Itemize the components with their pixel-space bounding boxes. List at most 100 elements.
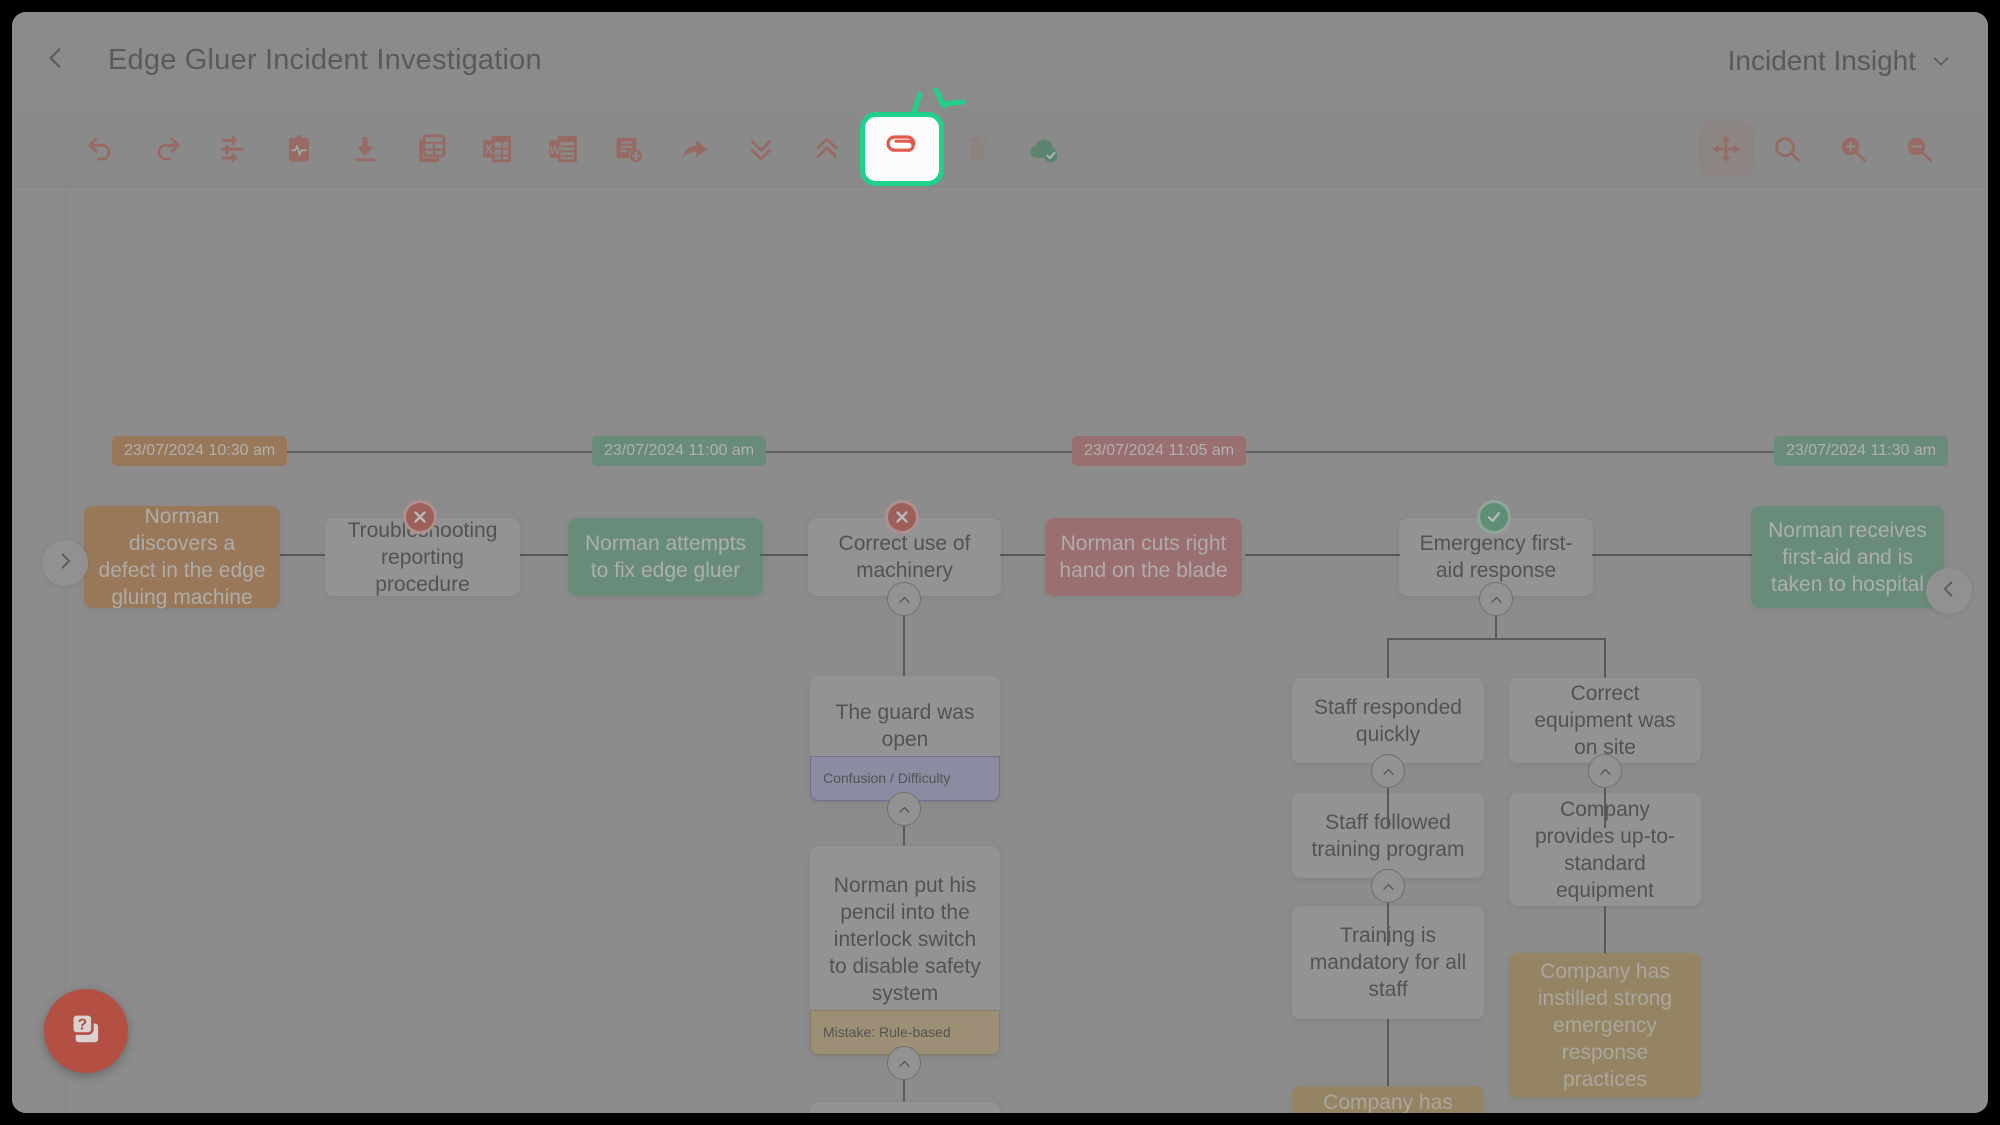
error-badge-icon [885,500,919,534]
chevron-left-icon [1939,579,1959,604]
timeline-chip[interactable]: 23/07/2024 11:00 am [592,436,767,466]
connector [760,554,808,556]
success-badge-icon [1477,500,1511,534]
flowchart-canvas[interactable]: 23/07/2024 10:30 am 23/07/2024 11:00 am … [12,188,1988,1113]
word-file-icon: W [548,134,578,164]
timeline-chip[interactable]: 23/07/2024 10:30 am [112,436,288,466]
attachment-button[interactable] [860,111,944,186]
flow-node-label: Emergency first-aid response [1419,532,1573,582]
pan-tool-button[interactable] [1698,120,1754,177]
export-excel-button[interactable]: X [464,119,530,179]
chevron-up-icon [898,596,910,603]
collapse-toggle[interactable] [1588,754,1622,788]
file-plus-icon [614,134,644,164]
sliders-icon [218,134,248,164]
timeline-chip[interactable]: 23/07/2024 11:05 am [1072,436,1247,466]
workspace-selector[interactable]: Incident Insight [1728,45,1952,77]
application-window: Edge Gluer Incident Investigation Incide… [12,12,1988,1113]
flow-node[interactable]: Troubleshooting reporting procedure [325,500,520,596]
search-button[interactable] [1754,119,1820,179]
chevron-up-icon [1490,596,1502,603]
timeline-axis [112,451,1932,453]
timeline-chip[interactable]: 23/07/2024 11:30 am [1774,436,1949,466]
zoom-in-icon [1838,134,1868,164]
collapse-toggle[interactable] [1371,754,1405,788]
settings-button[interactable] [200,119,266,179]
collapse-all-button[interactable] [794,119,860,179]
flow-node[interactable]: Norman receives first-aid and is taken t… [1751,506,1944,608]
paperclip-icon [884,128,920,169]
flow-node[interactable]: Company has instilled strong emergency r… [1292,1086,1484,1113]
back-button[interactable] [28,33,84,89]
help-cards-icon: ? [64,1007,108,1056]
connector [520,554,568,556]
connector [903,1080,905,1102]
export-word-button[interactable]: W [530,119,596,179]
incident-button[interactable] [266,119,332,179]
chevron-up-icon [1382,768,1394,775]
flow-node[interactable]: Norman discovers a defect in the edge gl… [84,505,280,609]
zoom-in-button[interactable] [1820,119,1886,179]
chevron-up-icon [898,806,910,813]
flow-node[interactable]: Norman attempts to fix edge gluer [568,518,763,596]
collapse-toggle[interactable] [1371,869,1405,903]
page-title: Edge Gluer Incident Investigation [108,44,542,76]
saved-status-button[interactable] [1010,119,1076,179]
redo-button[interactable] [134,119,200,179]
toolbar-right-group [1698,119,1952,179]
cloud-check-icon [1028,134,1058,164]
clipboard-pulse-icon [284,134,314,164]
expand-all-button[interactable] [728,119,794,179]
chevron-left-icon [43,45,69,76]
export-table-button[interactable] [398,119,464,179]
flow-node[interactable]: Norman put his pencil into the interlock… [810,846,1000,1055]
download-button[interactable] [332,119,398,179]
connector [1387,788,1389,828]
svg-text:W: W [550,144,561,156]
chevrons-up-icon [812,134,842,164]
toolbar: X W [12,87,1988,187]
connector [1387,638,1605,640]
flow-node[interactable]: The guard was open Confusion / Difficult… [810,676,1000,801]
flow-node-label: Norman put his pencil into the interlock… [829,874,981,1005]
trash-icon [962,134,992,164]
share-arrow-icon [680,134,710,164]
connector [1387,1019,1389,1086]
collapse-toggle[interactable] [887,792,921,826]
chevron-down-icon [1930,50,1952,72]
right-panel-expand-handle[interactable] [1926,568,1972,614]
connector [280,554,325,556]
help-button[interactable]: ? [44,989,128,1073]
collapse-toggle[interactable] [887,1046,921,1080]
connector [1592,554,1752,556]
connector [1604,638,1606,678]
attachment-button-highlight-wrapper [860,87,966,186]
flow-node[interactable]: Norman cuts right hand on the blade [1045,518,1242,596]
connector [1387,638,1389,678]
svg-text:X: X [485,142,494,156]
flow-node[interactable]: Correct equipment was on site [1509,678,1701,763]
chevrons-down-icon [746,134,776,164]
chevron-up-icon [898,1060,910,1067]
connector [1604,906,1606,953]
left-panel-expand-handle[interactable] [42,540,88,586]
svg-text:?: ? [78,1016,88,1033]
table-copy-icon [416,134,446,164]
flow-node[interactable]: Staff responded quickly [1292,678,1484,763]
undo-icon [86,134,116,164]
zoom-out-button[interactable] [1886,119,1952,179]
chevron-up-icon [1382,883,1394,890]
undo-button[interactable] [68,119,134,179]
collapse-toggle[interactable] [887,582,921,616]
connector [1495,616,1497,638]
connector [1387,903,1389,946]
share-button[interactable] [662,119,728,179]
flow-node[interactable]: Company has instilled strong emergency r… [1509,953,1701,1098]
error-badge-icon [403,500,437,534]
chevron-up-icon [1599,768,1611,775]
add-report-button[interactable] [596,119,662,179]
delete-button[interactable] [944,119,1010,179]
collapse-toggle[interactable] [1479,582,1513,616]
canvas-left-rail [12,188,66,1113]
